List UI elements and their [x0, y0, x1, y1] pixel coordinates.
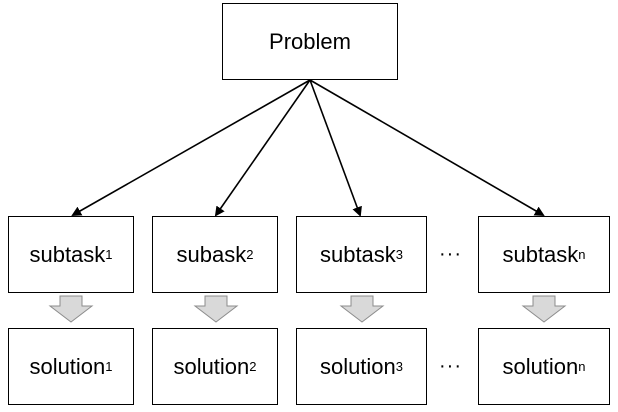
block-arrow-2	[193, 295, 239, 323]
block-arrow-n	[521, 295, 567, 323]
solution-ellipsis: ···	[439, 355, 462, 377]
subtask-label: subask	[176, 241, 247, 267]
arrow-problem-to-subtask-1	[71, 79, 311, 216]
arrow-problem-to-subtask-3	[309, 79, 362, 217]
solution-label: solution	[502, 353, 579, 379]
subtask-label: subtask	[319, 241, 396, 267]
solution-label: solution	[173, 353, 250, 379]
block-arrow-3	[339, 295, 385, 323]
arrow-problem-to-subtask-2	[214, 79, 311, 217]
problem-box: Problem	[222, 3, 398, 80]
solution-label: solution	[319, 353, 396, 379]
subtask-label: subtask	[502, 241, 579, 267]
arrow-problem-to-subtask-n	[309, 79, 545, 217]
block-arrow-1	[48, 295, 94, 323]
subtask-label: subtask	[29, 241, 106, 267]
problem-label: Problem	[269, 28, 351, 54]
solution-label: solution	[29, 353, 106, 379]
subtask-ellipsis: ···	[439, 243, 462, 265]
